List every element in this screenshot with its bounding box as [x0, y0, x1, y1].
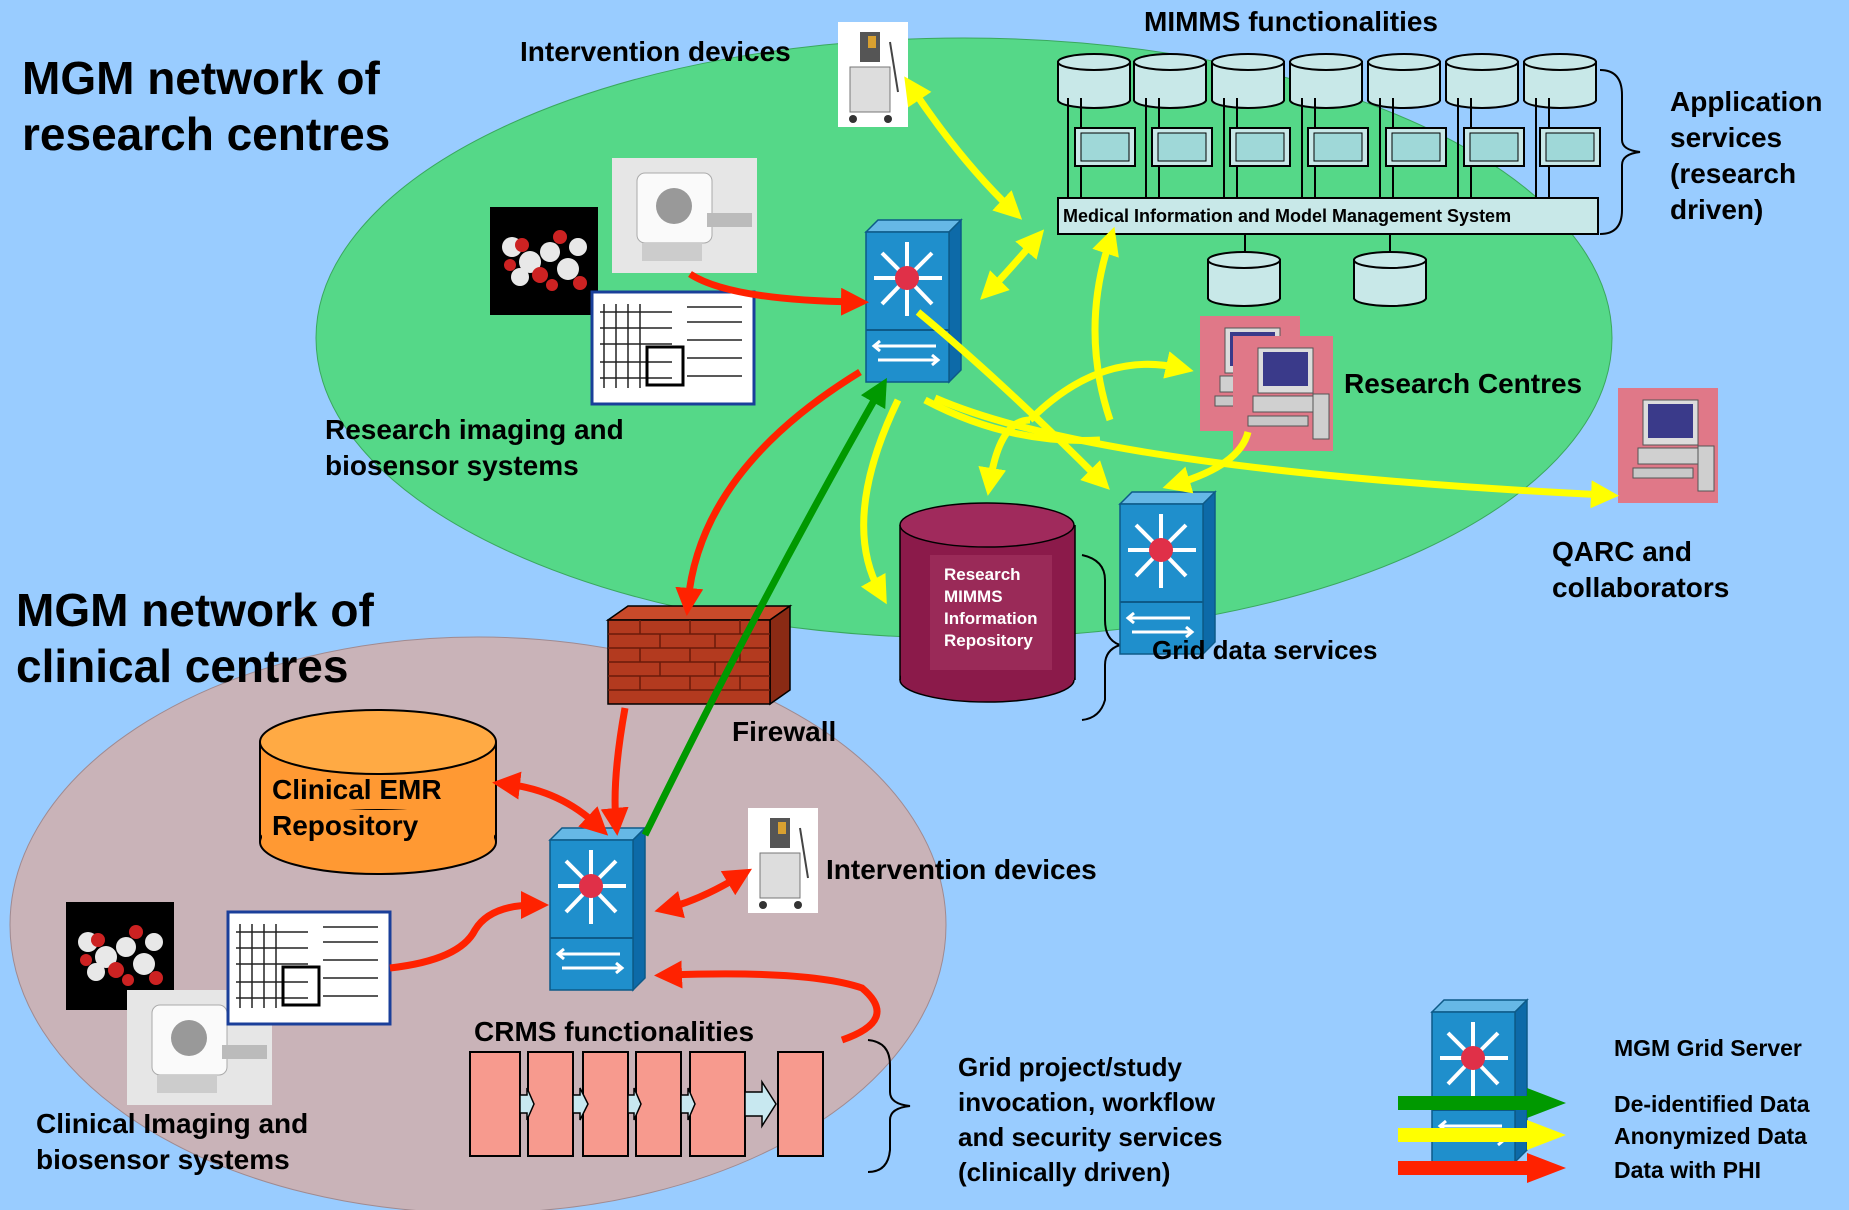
firewall-icon — [605, 604, 793, 706]
crms-functionalities-label: CRMS functionalities — [474, 1016, 755, 1047]
workstation-icon — [1617, 387, 1719, 504]
phi-arrow — [492, 771, 609, 836]
anonymized-arrow — [933, 394, 1619, 509]
intervention-devices-label: Intervention devices — [520, 36, 791, 67]
anonymized-arrow — [1027, 351, 1194, 423]
molecule-icon — [490, 207, 598, 315]
grid-server-icon — [864, 218, 963, 384]
monitor-icon — [1385, 127, 1447, 167]
research-network-title: MGM network of research centres — [22, 52, 391, 160]
qarc-label: QARC and collaborators — [1552, 536, 1730, 603]
anonymized-arrow — [860, 398, 902, 605]
application-services-brace — [1599, 69, 1641, 235]
database-icon — [1445, 53, 1519, 109]
research-centres-label: Research Centres — [1344, 368, 1583, 399]
monitor-icon — [1074, 127, 1136, 167]
grid-project-brace — [867, 1039, 911, 1173]
monitor-icon — [1463, 127, 1525, 167]
grid-project-label: Grid project/study invocation, workflow … — [958, 1052, 1223, 1187]
monitor-icon — [1539, 127, 1601, 167]
clinical-imaging-label: Clinical Imaging and biosensor systems — [36, 1108, 309, 1175]
clinical-emr-cylinder — [259, 709, 497, 875]
database-icon — [1207, 251, 1281, 307]
document-icon — [590, 290, 756, 406]
deidentified-arrow — [641, 377, 887, 837]
clinical-network-title: MGM network of clinical centres — [16, 584, 374, 692]
monitor-icon — [1307, 127, 1369, 167]
phi-arrow — [675, 369, 862, 616]
database-icon — [1133, 53, 1207, 109]
anonymized-arrow — [1162, 430, 1252, 494]
monitor-icon — [1151, 127, 1213, 167]
phi-arrow — [654, 960, 881, 1044]
research-imaging-label: Research imaging and biosensor systems — [325, 414, 624, 481]
grid-server-icon — [1118, 490, 1217, 656]
phi-arrow — [389, 891, 549, 972]
anonymized-arrow — [904, 76, 1023, 220]
legend-deidentified-label: De-identified Data — [1614, 1091, 1810, 1117]
phi-arrow — [600, 707, 629, 836]
anonymized-arrow — [978, 416, 1031, 496]
phi-arrow — [654, 868, 753, 919]
application-services-label: Application services (research driven) — [1670, 86, 1823, 225]
legend-arrows — [1398, 1088, 1566, 1183]
database-icon — [1289, 53, 1363, 109]
anonymized-arrow — [980, 229, 1045, 300]
scanner-icon — [611, 157, 758, 274]
intervention-device-icon — [837, 21, 909, 128]
mimms-bar-label: Medical Information and Model Management… — [1063, 206, 1512, 226]
grid-server-icon — [548, 826, 647, 992]
legend-phi-label: Data with PHI — [1614, 1157, 1761, 1183]
monitor-icon — [1229, 127, 1291, 167]
database-icon — [1353, 251, 1427, 307]
anonymized-arrow — [915, 309, 1110, 490]
repository-label: Research MIMMS Information Repository — [944, 565, 1038, 650]
mimms-functionalities-label: MIMMS functionalities — [1144, 6, 1438, 37]
legend-anonymized-label: Anonymized Data — [1614, 1123, 1807, 1149]
anonymized-arrow — [1091, 226, 1119, 422]
intervention-devices-label: Intervention devices — [826, 854, 1097, 885]
database-icon — [1523, 53, 1597, 109]
document-icon — [226, 910, 392, 1026]
clinical-emr-label: Clinical EMR Repository — [272, 774, 442, 841]
database-icon — [1211, 53, 1285, 109]
mimms-bar — [1057, 197, 1599, 235]
grid-data-services-label: Grid data services — [1152, 635, 1378, 665]
firewall-label: Firewall — [732, 716, 837, 747]
crms-functionalities-block — [469, 1051, 824, 1157]
research-repository-cylinder — [899, 502, 1076, 703]
intervention-device-icon — [747, 807, 819, 914]
phi-arrow — [688, 271, 869, 316]
legend-server-label: MGM Grid Server — [1614, 1035, 1802, 1061]
database-icon — [1367, 53, 1441, 109]
